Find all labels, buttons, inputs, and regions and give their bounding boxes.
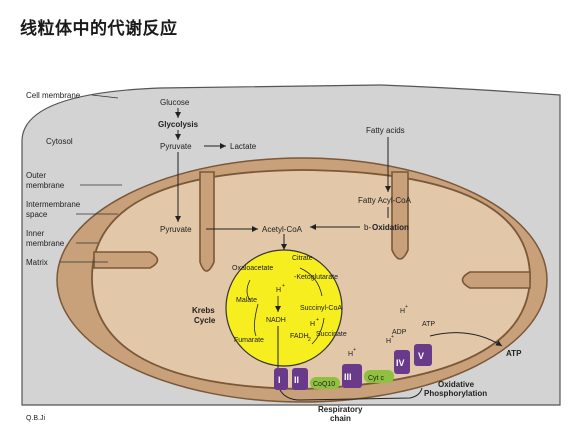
label-pyruvate-top: Pyruvate — [160, 142, 192, 151]
crista — [461, 271, 531, 289]
label-intermembrane-1: Intermembrane — [26, 200, 81, 209]
label-fumarate: Fumarate — [234, 337, 264, 344]
crista — [391, 171, 409, 260]
label-ketoglutarate: -Ketoglutarate — [294, 274, 338, 281]
cyt-c — [364, 370, 394, 383]
crista — [199, 171, 215, 272]
complex-iv — [394, 350, 410, 374]
label-glucose: Glucose — [160, 98, 190, 107]
label-intermembrane-2: space — [26, 210, 48, 219]
label-h-iii: H — [348, 351, 353, 358]
label-outer-1: Outer — [26, 171, 46, 180]
svg-text:III: III — [344, 372, 352, 382]
svg-text:+: + — [316, 317, 319, 323]
label-matrix: Matrix — [26, 258, 48, 267]
label-succinyl-coa: Succinyl-CoA — [300, 305, 342, 312]
crista — [93, 251, 159, 269]
label-inner-2: membrane — [26, 239, 65, 248]
label-acetyl-coa: Acetyl-CoA — [262, 225, 303, 234]
label-atp-out: ATP — [506, 349, 522, 358]
complex-v — [414, 344, 432, 366]
svg-text:Cyt c: Cyt c — [368, 375, 384, 382]
label-h-plus-2: H — [310, 321, 315, 328]
label-krebs-1: Krebs — [192, 306, 215, 315]
label-malate: Malate — [236, 297, 257, 304]
svg-text:+: + — [391, 334, 394, 340]
coq10 — [310, 377, 340, 389]
label-adp: ADP — [392, 329, 407, 336]
label-cytosol: Cytosol — [46, 137, 73, 146]
page-title: 线粒体中的代谢反应 — [20, 19, 178, 39]
svg-text:IV: IV — [396, 358, 405, 368]
label-ox-2: Phosphorylation — [424, 389, 487, 398]
watermark: Q.B.Ji — [26, 415, 46, 422]
label-glycolysis: Glycolysis — [158, 120, 199, 129]
complex-iii — [342, 364, 362, 388]
label-succinate: Succinate — [316, 331, 347, 338]
label-h-v: H — [400, 308, 405, 315]
label-fatty-acids: Fatty acids — [366, 126, 405, 135]
complex-i — [274, 368, 288, 390]
label-fatty-acyl-coa: Fatty Acyl-CoA — [358, 196, 412, 205]
svg-text:+: + — [353, 347, 356, 353]
label-b-prefix: b- — [364, 223, 371, 232]
label-lactate: Lactate — [230, 142, 257, 151]
svg-text:+: + — [282, 283, 285, 289]
label-inner-1: Inner — [26, 229, 45, 238]
svg-text:I: I — [278, 375, 281, 385]
label-fadh2: FADH — [290, 333, 309, 340]
label-nadh: NADH — [266, 317, 286, 324]
label-h-iv: H — [386, 338, 391, 345]
label-b-oxidation: Oxidation — [372, 223, 409, 232]
label-cell-membrane: Cell membrane — [26, 91, 81, 100]
svg-text:CoQ10: CoQ10 — [313, 381, 335, 388]
label-ox-1: Oxidative — [438, 380, 475, 389]
svg-text:II: II — [294, 375, 299, 385]
svg-text:V: V — [418, 351, 424, 361]
complex-ii — [292, 368, 308, 390]
label-pyruvate-in: Pyruvate — [160, 225, 192, 234]
label-resp-1: Respiratory — [318, 405, 363, 414]
label-oxaloacetate: Oxaloacetate — [232, 265, 273, 272]
label-krebs-2: Cycle — [194, 316, 216, 325]
label-h-plus: H — [276, 287, 281, 294]
label-citrate: Citrate — [292, 255, 313, 262]
label-resp-2: chain — [330, 414, 351, 423]
svg-text:+: + — [405, 304, 408, 310]
label-fadh2-sub: 2 — [308, 337, 311, 343]
label-outer-2: membrane — [26, 181, 65, 190]
label-atp-in: ATP — [422, 321, 435, 328]
